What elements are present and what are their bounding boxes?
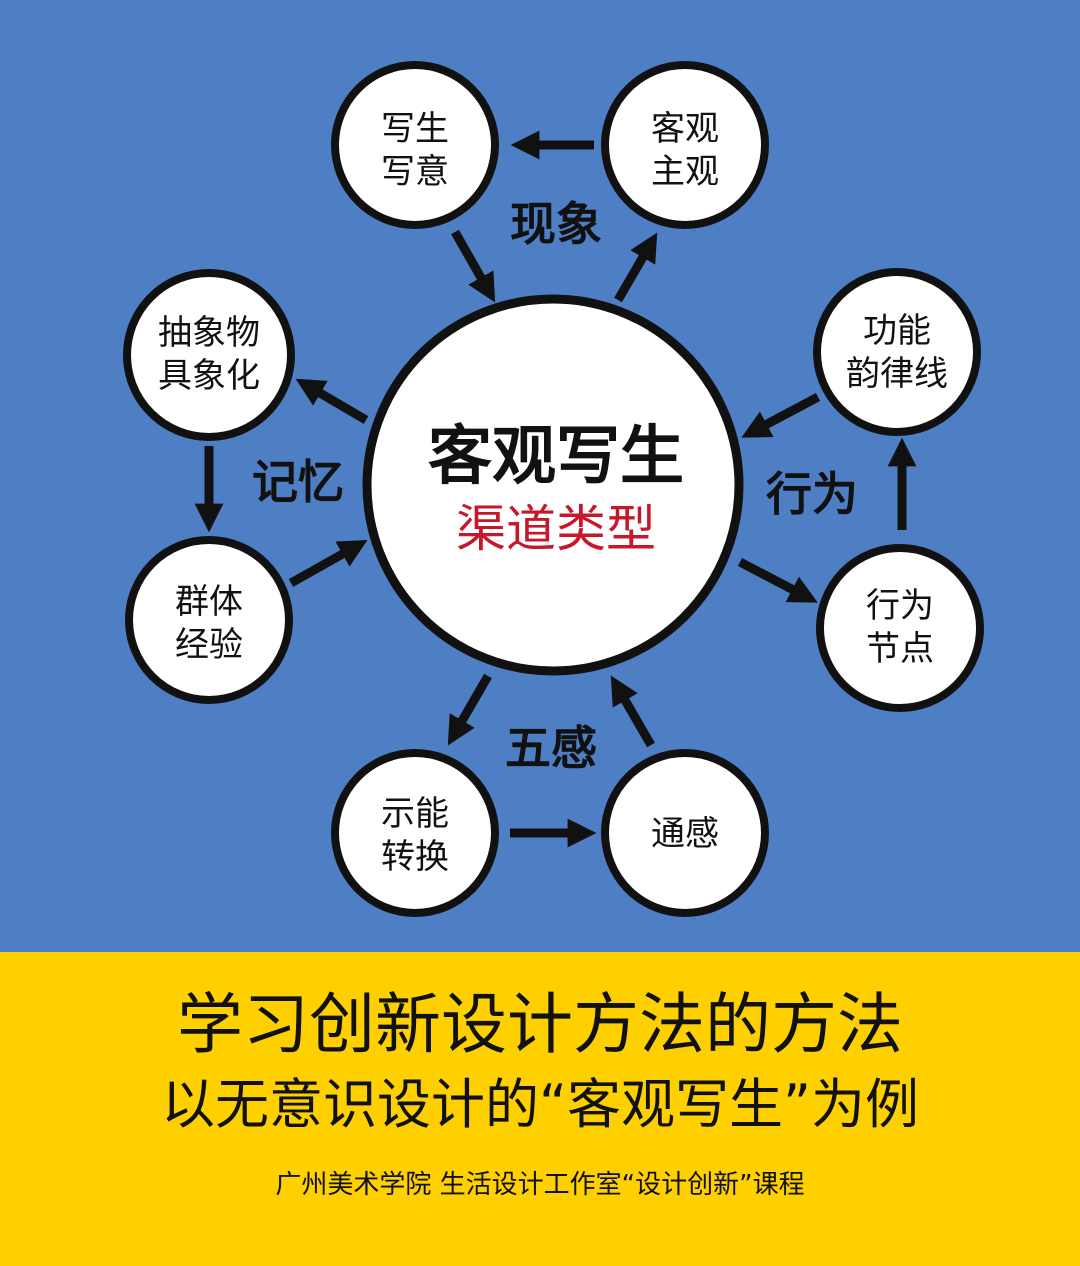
node-affordance: 示能 转换 xyxy=(331,749,499,917)
group-label-five-senses: 五感 xyxy=(505,721,597,775)
center-title: 客观写生 xyxy=(428,420,684,494)
node-objective-line1: 客观 xyxy=(651,109,719,149)
arrow-center-to-affordance xyxy=(447,673,492,746)
node-sketch: 写生 写意 xyxy=(331,61,499,229)
node-abstract: 抽象物 具象化 xyxy=(123,269,295,441)
node-group-line2: 经验 xyxy=(175,625,243,665)
node-function-line1: 功能 xyxy=(863,311,931,351)
node-sketch-line1: 写生 xyxy=(381,109,449,149)
node-group-line1: 群体 xyxy=(175,582,243,622)
arrow-synesthesia-to-center xyxy=(610,675,655,748)
group-label-behavior: 行为 xyxy=(766,467,858,521)
center-subtitle: 渠道类型 xyxy=(456,500,656,558)
node-affordance-line2: 转换 xyxy=(381,837,449,877)
footer-title: 学习创新设计方法的方法 xyxy=(177,986,903,1063)
node-behavior: 行为 节点 xyxy=(816,544,984,712)
node-abstract-line2: 具象化 xyxy=(158,356,260,396)
arrow-center-to-abstract xyxy=(295,378,369,424)
node-function: 功能 韵律线 xyxy=(813,268,981,436)
node-behavior-line2: 节点 xyxy=(866,629,934,669)
group-label-memory: 记忆 xyxy=(252,455,344,509)
node-function-line2: 韵律线 xyxy=(846,354,948,394)
channel-diagram: 写生 写意 客观 主观 抽象物 具象化 群体 经验 功能 韵律线 行为 节点 xyxy=(123,61,984,917)
group-label-phenomenon: 现象 xyxy=(510,197,602,251)
node-sketch-line2: 写意 xyxy=(381,152,449,192)
arrow-sketch-to-center xyxy=(451,229,496,303)
footer-subtitle: 以无意识设计的“客观写生”为例 xyxy=(161,1073,919,1136)
node-abstract-line1: 抽象物 xyxy=(158,313,260,353)
arrow-center-to-objective xyxy=(614,232,658,303)
center-node: 客观写生 渠道类型 xyxy=(362,294,744,676)
arrow-function-to-center xyxy=(741,393,821,438)
arrow-group-to-center xyxy=(288,539,368,587)
arrow-center-to-behavior xyxy=(737,558,818,603)
node-group-experience: 群体 经验 xyxy=(125,536,293,704)
node-synesthesia: 通感 xyxy=(601,749,769,917)
node-behavior-line1: 行为 xyxy=(866,586,934,626)
node-affordance-line1: 示能 xyxy=(381,794,449,834)
node-objective: 客观 主观 xyxy=(601,61,769,229)
node-objective-line2: 主观 xyxy=(651,152,719,192)
node-synesthesia-line1: 通感 xyxy=(651,814,719,854)
footer-banner: 学习创新设计方法的方法 以无意识设计的“客观写生”为例 广州美术学院 生活设计工… xyxy=(0,952,1080,1266)
footer-credit: 广州美术学院 生活设计工作室“设计创新”课程 xyxy=(275,1170,805,1200)
arrows xyxy=(194,130,917,848)
